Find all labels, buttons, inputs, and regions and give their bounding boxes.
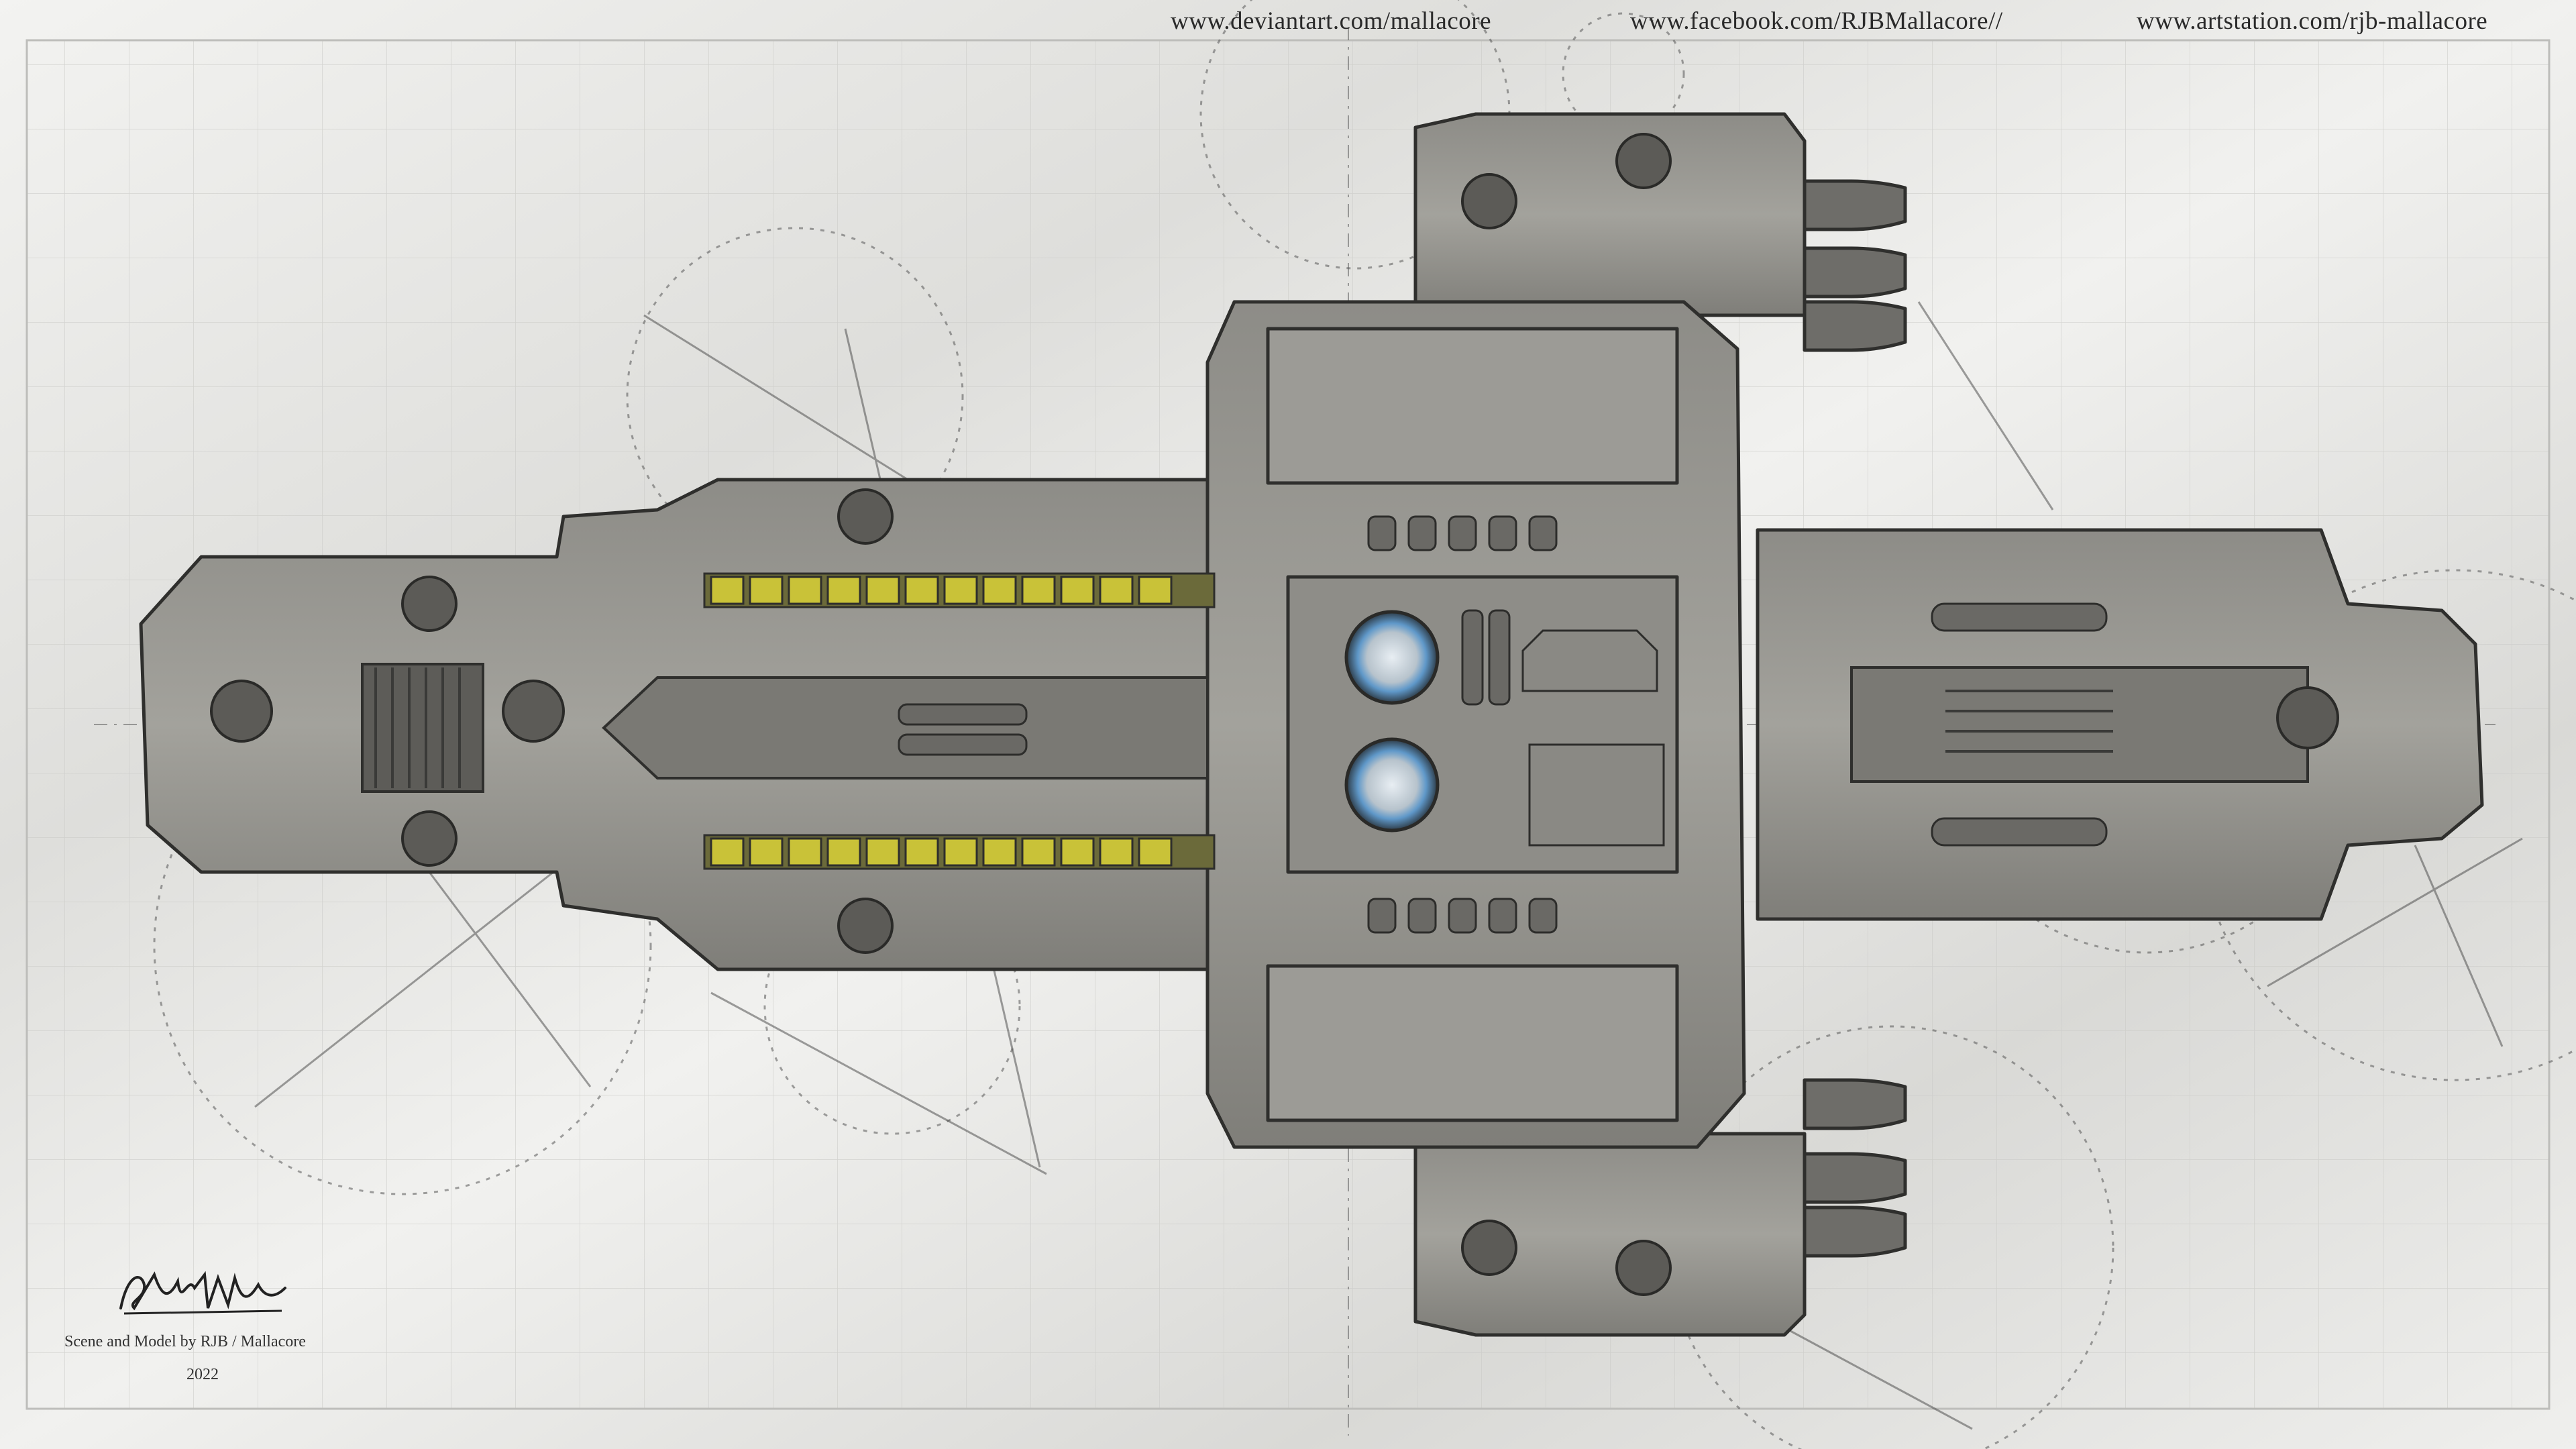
construction-line: [710, 991, 1047, 1175]
credit-year: 2022: [186, 1366, 219, 1383]
reactor-glow-top: [1344, 610, 1440, 705]
turret: [401, 576, 458, 632]
deviantart-link[interactable]: www.deviantart.com/mallacore: [1171, 7, 1492, 35]
turret: [2276, 686, 2339, 749]
top-thruster-1: [1803, 179, 1907, 231]
turret: [1461, 173, 1517, 229]
forward-spine: [602, 676, 1209, 780]
turret: [1615, 133, 1672, 189]
construction-circle: [763, 877, 1021, 1135]
bottom-wing: [1413, 1132, 1807, 1337]
construction-line: [2267, 837, 2523, 987]
construction-circle: [1669, 1025, 2114, 1449]
bottom-thruster-2: [1803, 1152, 1907, 1204]
turret: [210, 680, 273, 743]
turret: [837, 898, 894, 954]
construction-circle: [2199, 569, 2576, 1081]
construction-line: [1917, 301, 2054, 511]
turret: [1461, 1220, 1517, 1276]
central-panel-top: [1266, 327, 1679, 485]
turret: [837, 488, 894, 545]
artist-signature: [119, 1271, 286, 1315]
top-thruster-2: [1803, 246, 1907, 299]
turret: [1615, 1240, 1672, 1296]
artstation-link[interactable]: www.artstation.com/rjb-mallacore: [2137, 7, 2488, 35]
construction-circle: [626, 227, 964, 565]
bottom-thruster-1: [1803, 1078, 1907, 1130]
credit-line: Scene and Model by RJB / Mallacore: [64, 1333, 306, 1350]
facebook-link[interactable]: www.facebook.com/RJBMallacore//: [1630, 7, 2003, 35]
top-thruster-3: [1803, 300, 1907, 352]
grille: [361, 663, 484, 793]
construction-circle: [1562, 12, 1685, 136]
rear-spine: [1850, 666, 2309, 783]
cargo-lights-bottom: [703, 834, 1216, 870]
bottom-thruster-3: [1803, 1205, 1907, 1258]
cargo-lights-top: [703, 572, 1216, 608]
central-panel-bottom: [1266, 964, 1679, 1122]
turret: [502, 680, 565, 743]
reactor-glow-bottom: [1344, 737, 1440, 833]
turret: [401, 810, 458, 867]
construction-circle: [153, 696, 652, 1195]
construction-line: [2414, 845, 2504, 1047]
